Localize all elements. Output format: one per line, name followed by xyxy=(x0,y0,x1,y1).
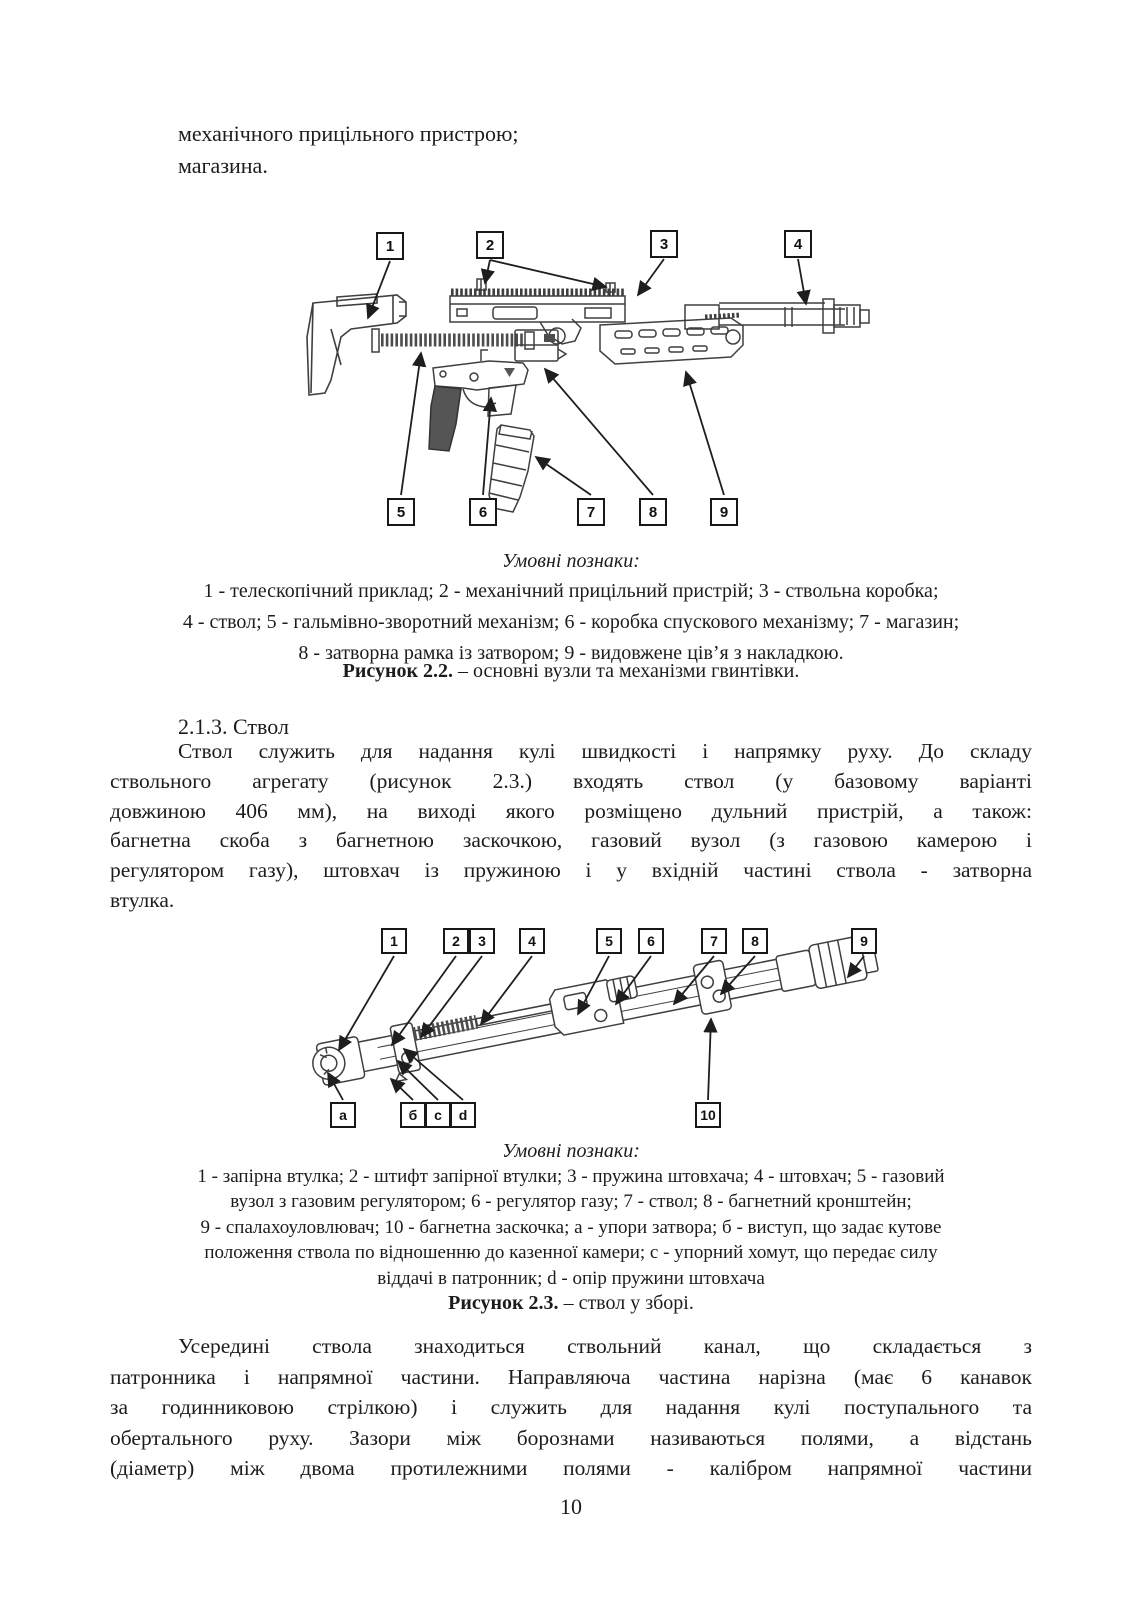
barrel-drawing xyxy=(684,298,870,334)
fig22-caption-text: – основні вузли та механізми гвинтівки. xyxy=(458,660,800,682)
intro-line-1: механічного прицільного пристрою; xyxy=(178,121,519,146)
fig22-caption: Рисунок 2.2. – основні вузли та механізм… xyxy=(95,660,1047,683)
recoil-spring-drawing xyxy=(371,328,535,353)
receiver-drawing xyxy=(449,278,626,345)
fig23-callout-9: 9 xyxy=(851,928,877,954)
fig23-legend-title: Умовні познаки: xyxy=(502,1140,640,1162)
fig23-caption-text: – ствол у зборі. xyxy=(563,1292,694,1314)
intro-text: механічного прицільного пристрою; магази… xyxy=(178,118,519,182)
fig22-callout-9: 9 xyxy=(710,498,738,526)
fig23-callout-8: 8 xyxy=(742,928,768,954)
fig23-legend-line: віддачі в патронник; d - опір пружини шт… xyxy=(377,1267,765,1289)
paragraph-line: Ствол служить для надання кулі швидкості… xyxy=(178,739,1032,763)
paragraph-line: регулятором газу), штовхач із пружиною і… xyxy=(110,858,1032,883)
fig22-callout-7: 7 xyxy=(577,498,605,526)
paragraph-line: патронника і напрямної частини. Направля… xyxy=(110,1364,1032,1389)
fig22-callout-5: 5 xyxy=(387,498,415,526)
fig22-caption-label: Рисунок 2.2. xyxy=(342,660,454,682)
fig23-callout-6: 6 xyxy=(638,928,664,954)
fig23-legend-line: вузол з газовим регулятором; 6 - регулят… xyxy=(230,1191,912,1213)
fig22-legend-line: 4 - ствол; 5 - гальмівно-зворотний механ… xyxy=(182,611,960,633)
fig22-callout-8: 8 xyxy=(639,498,667,526)
fig22-legend: 1 - телескопічний приклад; 2 - механічни… xyxy=(95,576,1047,669)
fig23-callout-d: d xyxy=(450,1102,476,1128)
fig22-callout-1: 1 xyxy=(376,232,404,260)
bayonet-bracket-drawing xyxy=(692,959,733,1015)
page-number: 10 xyxy=(560,1494,582,1519)
fig22-callout-2: 2 xyxy=(476,231,504,259)
paragraph-line: втулка. xyxy=(110,887,175,912)
paragraph-line: (діаметр) між двома протилежними полями … xyxy=(110,1456,1032,1480)
fig22-legend-line: 1 - телескопічний приклад; 2 - механічни… xyxy=(203,580,939,602)
figure-2-3-drawing xyxy=(312,935,879,1101)
fig23-caption-label: Рисунок 2.3. xyxy=(448,1292,559,1314)
figure-2-2-arrows xyxy=(366,258,811,496)
fig22-callout-6: 6 xyxy=(469,498,497,526)
bolt-carrier-drawing xyxy=(514,329,568,362)
paragraph-line: ствольного агрегату (рисунок 2.3.) входя… xyxy=(110,768,1032,793)
fig23-legend: 1 - запірна втулка; 2 - штифт запірної в… xyxy=(95,1164,1047,1291)
magazine-drawing xyxy=(488,424,535,513)
section-paragraph: Ствол служить для надання кулі швидкості… xyxy=(110,737,1032,916)
handguard-drawing xyxy=(599,312,744,365)
fig23-callout-7: 7 xyxy=(701,928,727,954)
fig22-legend-title: Умовні познаки: xyxy=(502,550,640,572)
paragraph-line: обертального руху. Зазори між борознами … xyxy=(110,1425,1032,1450)
fig22-callout-3: 3 xyxy=(650,230,678,258)
fig23-callout-4: 4 xyxy=(519,928,545,954)
paragraph-line: Усередині ствола знаходиться ствольний к… xyxy=(178,1334,1032,1358)
fig23-callout-5: 5 xyxy=(596,928,622,954)
figure-2-3-arrows xyxy=(327,955,865,1101)
figure-2-2-drawing xyxy=(306,258,870,513)
fig23-legend-line: 9 - спалахоуловлювач; 10 - багнетна заск… xyxy=(200,1216,942,1238)
fig22-legend-line: 8 - затворна рамка із затвором; 9 - видо… xyxy=(298,642,844,664)
fig23-callout-10: 10 xyxy=(695,1102,721,1128)
fig23-callout-a: а xyxy=(330,1102,356,1128)
intro-line-2: магазина. xyxy=(178,153,268,178)
paragraph-line: багнетна скоба з багнетною заскочкою, га… xyxy=(110,828,1032,853)
paragraph-line: довжиною 406 мм), на виході якого розміщ… xyxy=(110,798,1032,823)
fig23-callout-1: 1 xyxy=(381,928,407,954)
fig23-callout-c: c xyxy=(425,1102,451,1128)
locking-bushing-drawing xyxy=(312,1036,366,1086)
closing-paragraph: Усередині ствола знаходиться ствольний к… xyxy=(110,1331,1032,1484)
pusher-spring-drawing xyxy=(412,1001,562,1042)
fig23-callout-3: 3 xyxy=(469,928,495,954)
paragraph-line: за годинниковою стрілкою) і служить для … xyxy=(110,1395,1032,1419)
fig22-callout-4: 4 xyxy=(784,230,812,258)
fig23-callout-2: 2 xyxy=(443,928,469,954)
trigger-group-drawing xyxy=(428,349,529,452)
fig23-caption: Рисунок 2.3. – ствол у зборі. xyxy=(95,1292,1047,1315)
fig23-legend-line: положення ствола по відношенню до казенн… xyxy=(204,1242,938,1264)
fig23-legend-line: 1 - запірна втулка; 2 - штифт запірної в… xyxy=(197,1166,945,1187)
fig23-callout-b: б xyxy=(400,1102,426,1128)
section-heading: 2.1.3. Ствол xyxy=(178,714,289,739)
